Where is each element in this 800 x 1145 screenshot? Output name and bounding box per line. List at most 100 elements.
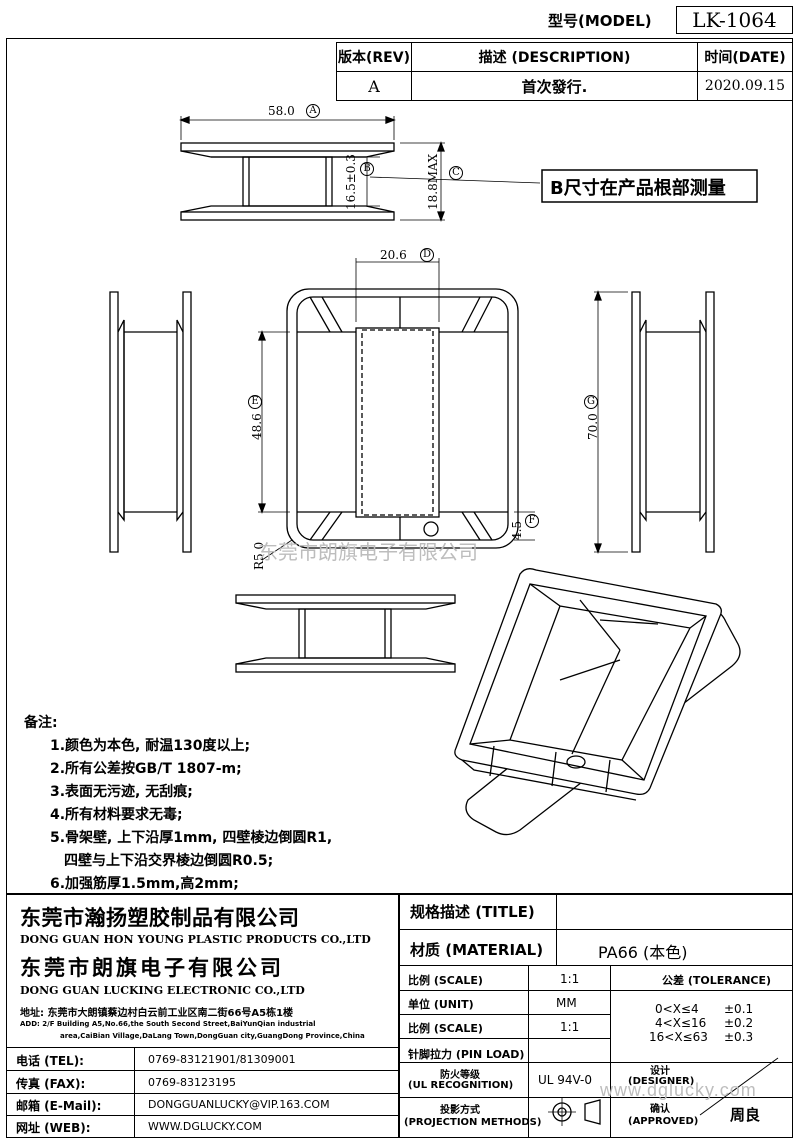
note-1: 1.颜色为本色, 耐温130度以上; (50, 738, 251, 754)
spec-line-4 (398, 1014, 610, 1015)
mark-e: E (248, 395, 262, 409)
tol-range-3: 16<X≤63 (649, 1030, 708, 1044)
drawing-frame (6, 38, 793, 1138)
spec-line-5 (398, 1038, 610, 1039)
proj-label-2: (PROJECTION METHODS) (404, 1117, 542, 1128)
approved-label-1: 确认 (650, 1104, 670, 1115)
left-side-view (109, 291, 192, 553)
plan-view (258, 258, 535, 561)
contact-value-tel: 0769-83121901/81309001 (148, 1053, 296, 1066)
front-view (179, 116, 541, 222)
company-name-1-cn: 东莞市瀚扬塑胶制品有限公司 (20, 906, 300, 930)
ul-value: UL 94V-0 (538, 1073, 593, 1087)
tol-value-2: ±0.2 (724, 1016, 754, 1030)
material-divider (556, 929, 557, 965)
tol-range-2: 4<X≤16 (655, 1016, 707, 1030)
dim-18-8: 18.8MAX (426, 153, 440, 210)
bottom-view (235, 594, 456, 673)
desc-header-label: 描述 (DESCRIPTION) (478, 50, 631, 66)
approved-label-2: (APPROVED) (628, 1116, 699, 1127)
unit-value: MM (556, 996, 577, 1010)
dim-16-5: 16.5±0.3 (344, 154, 358, 210)
material-label: 材质 (MATERIAL) (410, 941, 544, 959)
date-header-label: 时间(DATE) (704, 50, 786, 66)
address-en-2: area,CaiBian Village,DaLang Town,DongGua… (60, 1032, 365, 1040)
isometric-view (454, 568, 741, 836)
note-6: 6.加强筋厚1.5mm,高2mm; (50, 876, 239, 892)
spec-line-2 (398, 965, 793, 967)
note-5-cont: 四壁与上下沿交界棱边倒圆R0.5; (64, 853, 274, 869)
title-block-divider (398, 893, 400, 1138)
material-value: PA66 (本色) (598, 943, 688, 962)
ul-label-2: (UL RECOGNITION) (408, 1080, 514, 1091)
spec-line-6 (398, 1062, 793, 1063)
projection-symbol (548, 1098, 601, 1126)
date-value: 2020.09.15 (704, 78, 786, 94)
mark-d: D (420, 248, 434, 262)
proj-label-1: 投影方式 (440, 1105, 480, 1116)
watermark-center: 东莞市朗旗电子有限公司 (258, 542, 478, 564)
approved-value: 周良 (730, 1106, 761, 1124)
unit-label: 单位 (UNIT) (408, 998, 474, 1011)
note-4: 4.所有材料要求无毒; (50, 807, 183, 823)
spec-line-1 (398, 929, 793, 931)
dim-20-6: 20.6 (380, 248, 407, 262)
dim-70: 70.0 (586, 413, 600, 440)
company-name-1-en: DONG GUAN HON YOUNG PLASTIC PRODUCTS CO.… (20, 933, 371, 946)
tol-value-1: ±0.1 (724, 1002, 754, 1016)
contact-value-web[interactable]: WWW.DGLUCKY.COM (148, 1120, 262, 1133)
mark-a: A (306, 104, 320, 118)
pin-load-label: 针脚拉力 (PIN LOAD) (408, 1048, 525, 1061)
spec-line-3 (398, 990, 793, 991)
contact-value-fax: 0769-83123195 (148, 1076, 236, 1089)
model-value: LK-1064 (692, 8, 777, 32)
spec-line-7 (398, 1097, 793, 1098)
note-3: 3.表面无污迹, 无刮痕; (50, 784, 193, 800)
scale-label: 比例 (SCALE) (408, 974, 483, 987)
tol-range-1: 0<X≤4 (655, 1002, 699, 1016)
date-value-cell: 2020.09.15 (697, 71, 793, 101)
dim-58: 58.0 (268, 104, 295, 118)
rev-header-label: 版本(REV) (338, 50, 410, 66)
value-col-right (610, 965, 611, 1138)
model-value-box: LK-1064 (676, 6, 793, 34)
mark-c: C (449, 166, 463, 180)
contact-line-2 (6, 1093, 399, 1094)
contact-value-email[interactable]: DONGGUANLUCKY@VIP.163.COM (148, 1098, 330, 1111)
desc-value: 首次發行. (521, 77, 588, 96)
title-label: 规格描述 (TITLE) (410, 903, 535, 921)
callout-note: B尺寸在产品根部测量 (550, 178, 726, 199)
contacts-top-line (6, 1047, 399, 1049)
title-label-divider (556, 893, 557, 929)
contact-label-tel: 电话 (TEL): (16, 1054, 84, 1068)
notes-title: 备注: (24, 715, 58, 731)
dim-48-6: 48.6 (250, 413, 264, 440)
designer-label-1: 设计 (650, 1066, 670, 1077)
dim-4-5: 4.5 (510, 520, 524, 540)
company-name-2-cn: 东莞市朗旗电子有限公司 (20, 956, 284, 980)
title-block-top-line (6, 893, 793, 895)
scale2-value: 1:1 (560, 1020, 580, 1034)
address-cn: 地址: 东莞市大朗镇蔡边村白云前工业区南二街66号A5栋1楼 (20, 1008, 294, 1019)
right-side-view (594, 290, 715, 554)
note-5: 5.骨架壁, 上下沿厚1mm, 四壁棱边倒圆R1, (50, 830, 333, 846)
scale2-label: 比例 (SCALE) (408, 1022, 483, 1035)
ul-label-1: 防火等级 (440, 1070, 480, 1081)
mark-f: F (525, 514, 539, 528)
mark-b: B (360, 162, 374, 176)
contact-label-web: 网址 (WEB): (16, 1121, 91, 1135)
contacts-divider (134, 1047, 135, 1138)
mark-g: G (584, 395, 598, 409)
contact-line-3 (6, 1115, 399, 1116)
rev-value: A (368, 76, 380, 96)
watermark-corner: www.dglucky.com (600, 1080, 757, 1100)
tol-value-3: ±0.3 (724, 1030, 754, 1044)
contact-label-email: 邮箱 (E-Mail): (16, 1099, 102, 1113)
contact-line-1 (6, 1070, 399, 1071)
model-label: 型号(MODEL) (548, 12, 652, 30)
tolerance-header: 公差 (TOLERANCE) (662, 974, 772, 987)
scale-value: 1:1 (560, 972, 580, 986)
company-name-2-en: DONG GUAN LUCKING ELECTRONIC CO.,LTD (20, 984, 305, 997)
address-en-1: ADD: 2/F Building A5,No.66,the South Sec… (20, 1020, 316, 1028)
